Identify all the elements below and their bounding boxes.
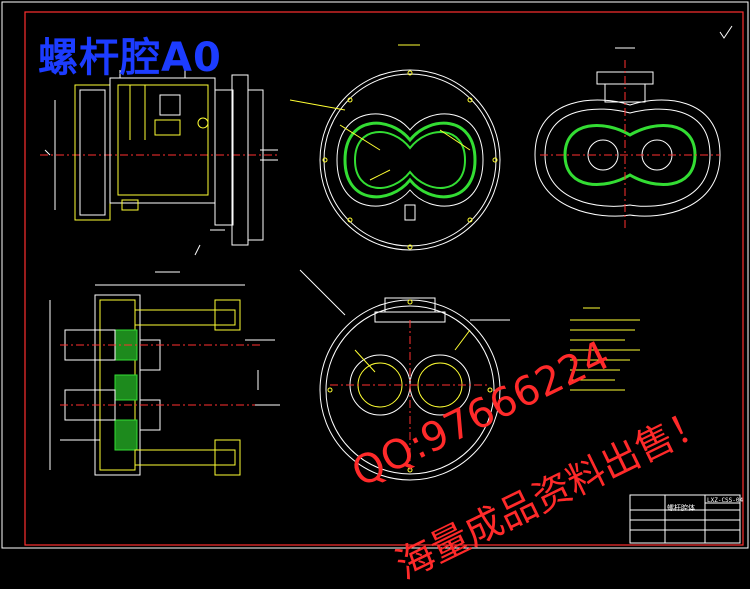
title-block-drawing-code: LXZ-CSS-04 [707,497,744,504]
title-block-part-name: 螺杆腔体 [667,504,695,512]
technical-notes [570,307,640,391]
side-view [40,65,278,256]
title-block-frame [629,494,741,544]
sheet-border [1,1,749,549]
front-oval-view [289,44,501,251]
end-view [534,25,733,230]
drawing-title: 螺杆腔A0 [38,35,222,81]
section-view [49,271,280,476]
drawing-frame [24,11,744,546]
drawing-svg [1,1,749,549]
section-oval-view [299,269,510,481]
